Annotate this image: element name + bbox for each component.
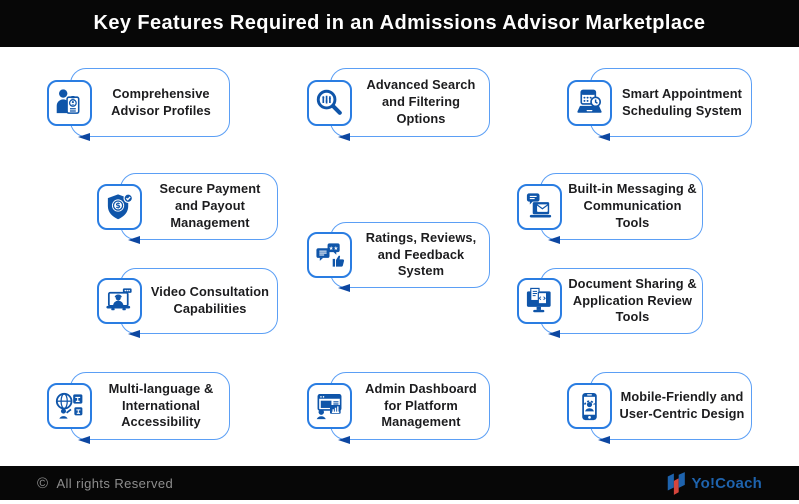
yocoach-logo-text: Yo!Coach — [691, 474, 762, 492]
copyright-icon: © — [37, 474, 49, 492]
ratings-reviews-icon: ★★ — [316, 242, 345, 267]
bubble-tail — [548, 330, 560, 338]
svg-text:$: $ — [115, 201, 120, 210]
feature-bubble — [120, 268, 278, 334]
feature-label: Smart Appointment Scheduling System — [622, 85, 742, 118]
header-bar: Key Features Required in an Admissions A… — [0, 0, 799, 47]
feature-icon-box — [47, 79, 92, 126]
feature-icon-box — [567, 383, 612, 429]
feature-bubble — [70, 68, 230, 137]
bubble-tail — [128, 330, 140, 338]
yocoach-brand: Yo!Coach — [666, 471, 763, 495]
page-title: Key Features Required in an Admissions A… — [93, 12, 706, 34]
bubble-tail — [338, 284, 350, 292]
bubble-tail — [338, 133, 350, 141]
bubble-tail — [338, 436, 350, 444]
feature-bubble — [70, 372, 230, 440]
feature-bubble — [330, 68, 490, 137]
admin-dashboard-icon — [316, 393, 342, 419]
feature-label: Advanced Search and Filtering Options — [366, 77, 476, 126]
feature-bubble — [590, 68, 752, 137]
feature-icon-box: $ — [97, 183, 142, 230]
copyright-text: All rights Reserved — [56, 475, 174, 491]
bubble-tail — [598, 133, 610, 141]
mobile-friendly-icon — [582, 392, 597, 420]
feature-icon-box — [517, 183, 562, 230]
feature-label: Document Sharing & Application Review To… — [568, 275, 697, 325]
feature-label: Built-in Messaging & Communication Tools — [568, 181, 697, 230]
feature-bubble — [330, 372, 490, 440]
feature-icon-box — [517, 278, 562, 324]
messaging-communication-icon — [526, 193, 552, 218]
feature-bubble — [330, 222, 490, 288]
feature-label: Video Consultation Capabilities — [150, 284, 270, 316]
copyright-notice: © All rights Reserved — [37, 476, 173, 491]
feature-label: Secure Payment and Payout Management — [159, 181, 261, 230]
feature-document-sharing: Document Sharing & Application Review To… — [517, 268, 703, 338]
bubble-tail — [598, 436, 610, 444]
footer-bar: © All rights Reserved Yo!Coach — [0, 466, 799, 500]
secure-payment-icon: $ — [107, 193, 133, 220]
appointment-scheduling-icon — [577, 89, 602, 113]
feature-video-consultation: Video Consultation Capabilities — [97, 268, 278, 338]
feature-secure-payment: $ Secure Payment and Payout Management — [97, 173, 278, 244]
video-consultation-icon — [106, 287, 132, 310]
search-filter-icon — [316, 89, 342, 115]
svg-text:★★: ★★ — [329, 245, 339, 251]
feature-mobile-friendly: Mobile-Friendly and User-Centric Design — [567, 372, 752, 444]
yocoach-logo-mark — [667, 471, 685, 495]
feature-advisor-profiles: Comprehensive Advisor Profiles — [47, 68, 230, 141]
feature-icon-box — [307, 383, 352, 429]
feature-bubble — [540, 173, 703, 240]
feature-label: Ratings, Reviews, and Feedback System — [365, 229, 477, 279]
feature-icon-box — [567, 79, 612, 126]
feature-multilanguage: Multi-language & International Accessibi… — [47, 372, 230, 444]
feature-bubble — [590, 372, 752, 440]
bubble-tail — [78, 436, 90, 444]
feature-icon-box — [97, 278, 142, 324]
multilanguage-accessibility-icon — [55, 392, 83, 419]
feature-appointment-scheduling: Smart Appointment Scheduling System — [567, 68, 752, 141]
feature-label: Multi-language & International Accessibi… — [108, 380, 214, 430]
feature-icon-box: ★★ — [307, 232, 352, 278]
bubble-tail — [128, 236, 140, 244]
feature-label: Admin Dashboard for Platform Management — [365, 380, 477, 430]
feature-icon-box — [307, 79, 352, 126]
feature-label: Mobile-Friendly and User-Centric Design — [619, 389, 745, 421]
feature-bubble — [120, 173, 278, 240]
document-sharing-icon — [526, 287, 551, 312]
feature-label: Comprehensive Advisor Profiles — [111, 85, 211, 118]
feature-messaging-tools: Built-in Messaging & Communication Tools — [517, 173, 703, 244]
feature-admin-dashboard: Admin Dashboard for Platform Management — [307, 372, 490, 444]
bubble-tail — [548, 236, 560, 244]
feature-advanced-search: Advanced Search and Filtering Options — [307, 68, 490, 141]
advisor-profile-icon — [56, 89, 80, 114]
feature-bubble — [540, 268, 703, 334]
bubble-tail — [78, 133, 90, 141]
feature-icon-box — [47, 383, 92, 429]
feature-ratings-reviews: ★★ Ratings, Reviews, and Feedback System — [307, 222, 490, 292]
